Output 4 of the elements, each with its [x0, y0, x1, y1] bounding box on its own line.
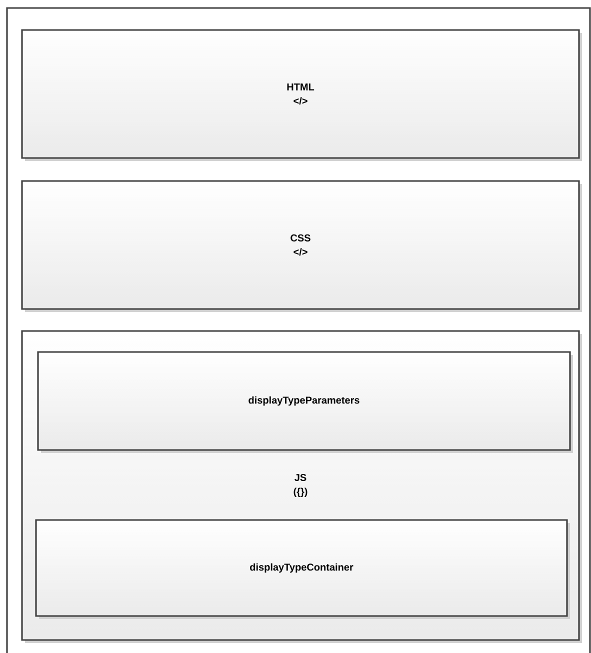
process-box: displayTypeParameters: [37, 351, 573, 453]
process-box: displayTypeContainer: [35, 519, 570, 619]
process-box: HTML </>: [21, 29, 582, 161]
process-box: CSS </>: [21, 180, 582, 312]
